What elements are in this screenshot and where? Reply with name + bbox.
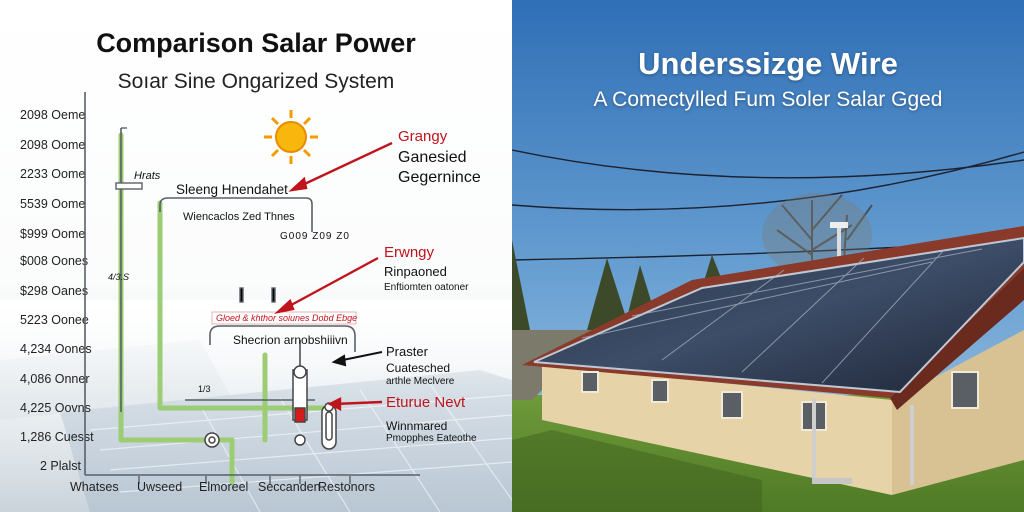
annot-ganesied: Ganesied	[398, 149, 467, 166]
y-label-1: 2098 Oeme	[20, 108, 86, 122]
page-title: Comparison Salar Power	[96, 28, 416, 58]
diagram-panel: Comparison Salar Power Soıar Sine Ongari…	[0, 0, 512, 512]
annot-erwngy: Erwngy	[384, 244, 435, 261]
annot-grangy: Grangy	[398, 128, 448, 145]
y-label-4: 5539 Oome	[20, 197, 86, 211]
x-label-5: Restonors	[318, 480, 375, 494]
annot-pmopphes: Pmopphes Eateothe	[386, 433, 477, 444]
page-subtitle: Soıar Sine Ongarized System	[117, 70, 395, 93]
annot-eturue: Eturue Nevt	[386, 394, 466, 411]
x-label-1: Whatses	[70, 480, 119, 494]
label-x1: 1/3	[198, 384, 211, 394]
y-label-5: $999 Oome	[20, 227, 86, 241]
y-label-13: 2 Plalst	[40, 459, 81, 473]
sun-icon	[264, 110, 318, 164]
annot-praster: Praster	[386, 344, 428, 359]
annot-rinpaoned: Rinpaoned	[384, 264, 447, 279]
label-hrats: Hrats	[134, 170, 161, 182]
annot-cuatesched: Cuatesched	[386, 361, 451, 375]
annot-gegernince: Gegernince	[398, 169, 481, 186]
x-label-2: Uwseed	[137, 480, 183, 494]
y-label-10: 4,086 Onner	[20, 372, 90, 386]
y-label-7: $298 Oanes	[20, 284, 89, 298]
label-wiencaclos: Wiencaclos Zed Thnes	[183, 211, 295, 223]
y-label-12: 1,286 Cuesst	[20, 430, 94, 444]
photo-panel: Underssizge Wire A Comectylled Fum Soler…	[512, 0, 1024, 512]
y-label-9: 4,234 Oones	[20, 342, 92, 356]
red-strip-label: Gloed & khthor soiunes Dobd Ebge	[216, 313, 358, 323]
y-label-11: 4,225 Oovns	[20, 401, 91, 415]
y-label-8: 5223 Oonee	[20, 313, 89, 327]
photo-title: Underssizge Wire	[638, 46, 898, 81]
label-sleeng: Sleeng Hnendahet	[176, 182, 288, 197]
y-label-2: 2098 Oome	[20, 138, 86, 152]
y-label-3: 2233 Oome	[20, 167, 86, 181]
y-label-6: $008 Oones	[20, 254, 89, 268]
annot-artitle: arthle Meclvere	[386, 376, 455, 387]
annot-winnmared: Winnmared	[386, 419, 448, 433]
x-label-4: Seccanden.	[258, 480, 325, 494]
x-label-3: Elmoreel	[199, 480, 249, 494]
photo-subtitle: A Comectylled Fum Soler Salar Gged	[593, 88, 943, 111]
house-solar-photo	[512, 0, 1024, 512]
wiring-diagram	[84, 92, 420, 485]
annot-enftiomten: Enftiomten oatoner	[384, 282, 469, 293]
label-x2: 4/3.S	[108, 272, 130, 282]
label-shecrion: Shecrion arnobshiiivn	[233, 333, 348, 347]
label-code: G009 Z09 Z0	[280, 231, 350, 242]
